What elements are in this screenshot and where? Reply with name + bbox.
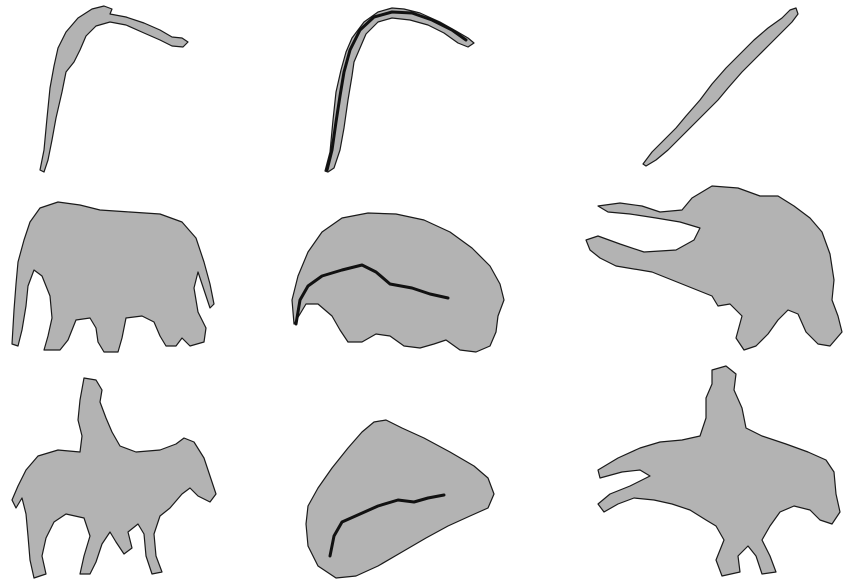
elephant-skeleton-silhouette [292, 213, 504, 352]
snake-original-silhouette [40, 6, 188, 172]
elephant-deformed-silhouette [586, 186, 842, 350]
elephant-original-silhouette [12, 202, 214, 352]
row-elephant [12, 186, 842, 352]
horse-original-silhouette [12, 378, 216, 578]
snake-deformed-silhouette [643, 8, 798, 166]
row-horse-with-rider [12, 366, 840, 578]
snake-skeleton-silhouette [325, 8, 474, 172]
row-snake [40, 6, 798, 172]
horse-deformed-silhouette [598, 366, 840, 576]
